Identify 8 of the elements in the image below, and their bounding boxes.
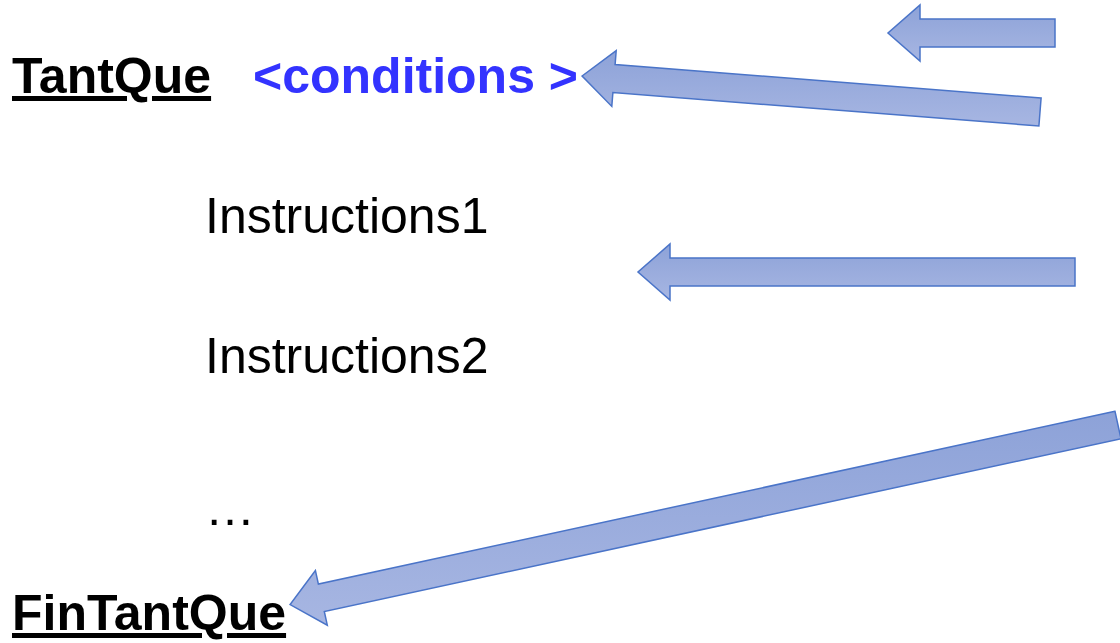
condition-text: <conditions >	[253, 48, 579, 104]
keyword-text: FinTantQue	[12, 585, 287, 641]
instruction-text: Instructions1	[205, 188, 489, 244]
instruction-text: Instructions2	[205, 328, 489, 384]
ellipsis-text: …	[205, 480, 255, 536]
arrow	[289, 410, 1120, 627]
keyword-text: TantQue	[12, 48, 212, 104]
arrow	[580, 49, 1042, 127]
